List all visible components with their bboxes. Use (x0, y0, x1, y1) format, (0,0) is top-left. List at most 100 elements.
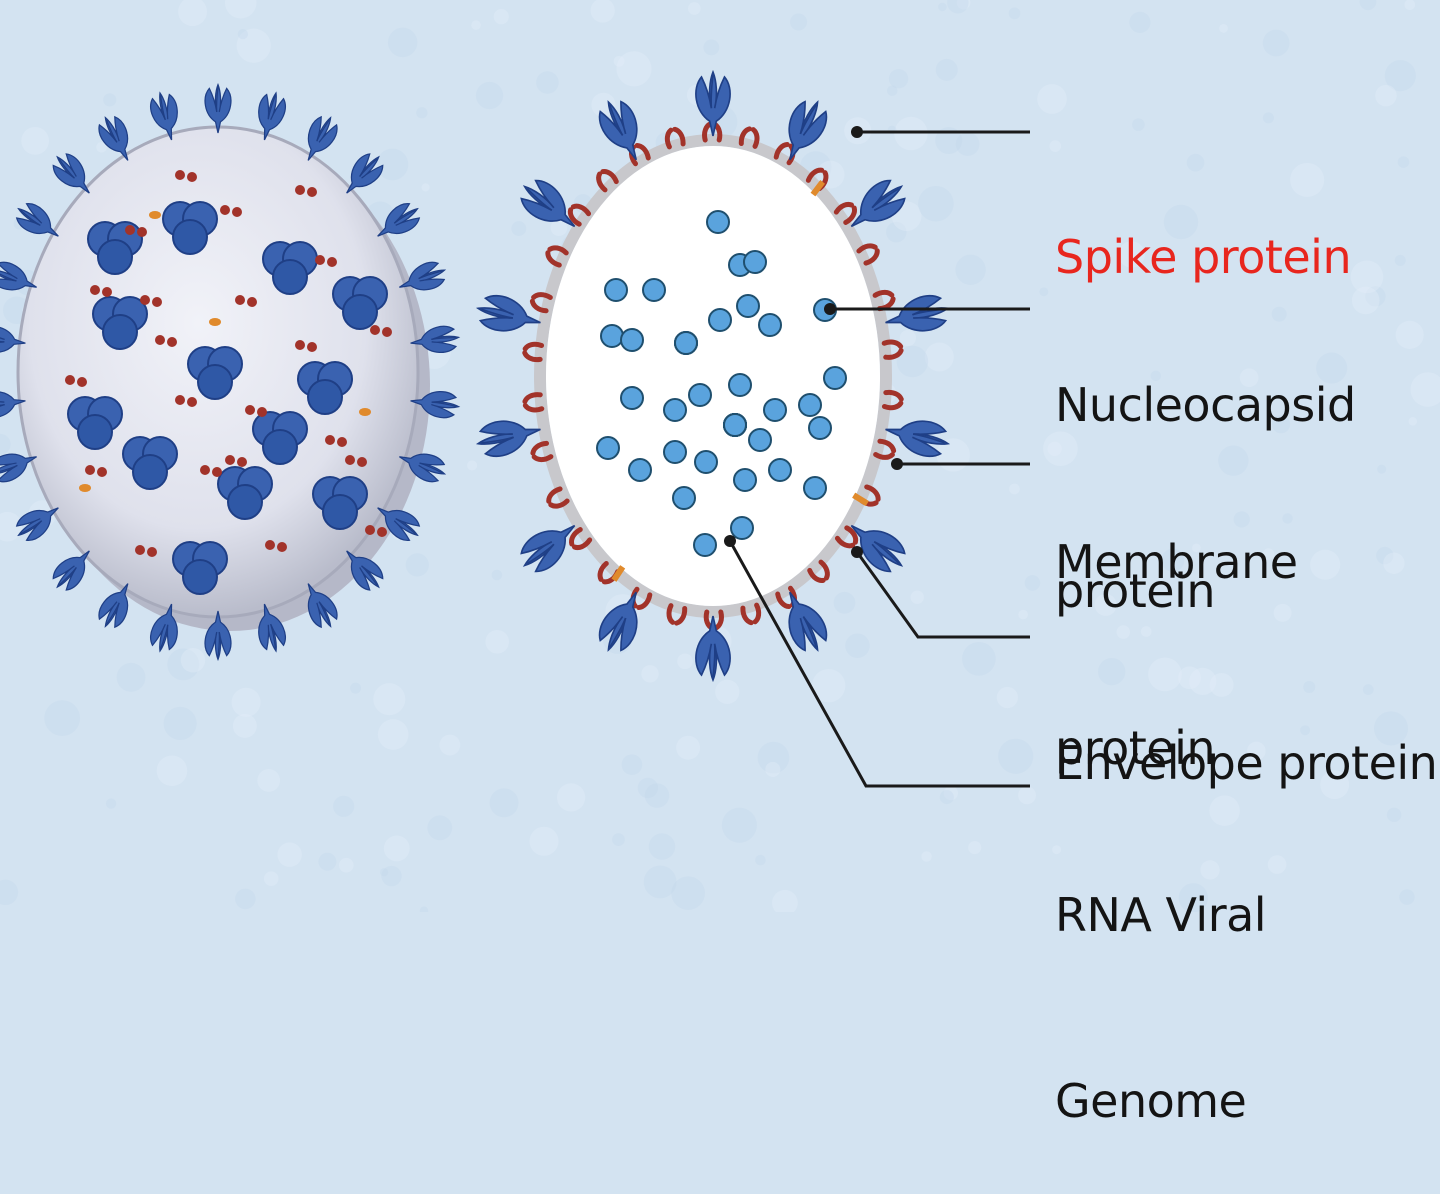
membrane-protein-dot (327, 257, 337, 267)
membrane-protein-dot (125, 225, 135, 235)
membrane-protein-dot (135, 545, 145, 555)
nucleocapsid-bead (663, 398, 687, 422)
envelope-protein (611, 565, 626, 582)
membrane-protein-dot (175, 395, 185, 405)
nucleocapsid-bead (604, 278, 628, 302)
membrane-protein-dot (155, 335, 165, 345)
membrane-protein-dot (187, 172, 197, 182)
nucleocapsid-bead (723, 413, 747, 437)
nucleocapsid-bead (728, 373, 752, 397)
nucleocapsid-protein-label: Nucleocapsid protein (1055, 378, 1356, 618)
membrane-protein-dot (147, 547, 157, 557)
nucleocapsid-bead (672, 486, 696, 510)
membrane-protein-dot (90, 285, 100, 295)
nucleocapsid-bead (628, 458, 652, 482)
rna-genome (596, 210, 847, 557)
nucleocapsid-bead (708, 308, 732, 332)
membrane-protein-dot (187, 397, 197, 407)
membrane-protein-dot (137, 227, 147, 237)
membrane-protein-dot (220, 205, 230, 215)
envelope-leader (855, 551, 1030, 639)
envelope-protein-dot (209, 318, 221, 326)
virus-interior (546, 146, 880, 606)
membrane-protein-dot (237, 457, 247, 467)
envelope-protein-dot (149, 211, 161, 219)
lipid-envelope (534, 134, 892, 618)
membrane-protein-dot (257, 407, 267, 417)
virus-exterior-illustration (0, 84, 461, 660)
membrane-protein-dot (97, 467, 107, 477)
nucleocapsid-bead (798, 393, 822, 417)
rna-leader-dot (724, 535, 736, 547)
nucleocapsid-bead (758, 313, 782, 337)
membrane-protein-dot (345, 455, 355, 465)
envelope-protein-label: Envelope protein (1055, 736, 1438, 790)
rna-leader (728, 540, 1030, 788)
membrane-protein-dot (77, 377, 87, 387)
membrane-protein-dot (365, 525, 375, 535)
membrane-protein-dot (212, 467, 222, 477)
membrane-protein-dot (315, 255, 325, 265)
envelope-protein (810, 180, 826, 197)
membrane-leader-dot (891, 458, 903, 470)
membrane-protein-dot (247, 297, 257, 307)
membrane-protein-dot (307, 187, 317, 197)
membrane-protein-dot (140, 295, 150, 305)
nucleocapsid-bead (706, 210, 730, 234)
envelope-protein-dot (79, 484, 91, 492)
membrane-protein-dot (232, 207, 242, 217)
nucleocapsid-bead (600, 324, 624, 348)
membrane-protein-dot (65, 375, 75, 385)
membrane-protein-dot (337, 437, 347, 447)
spike-protein-label: Spike protein (1055, 230, 1352, 284)
coronavirus-diagram (0, 71, 1030, 788)
nucleocapsid-bead (743, 250, 767, 274)
spike-protein (695, 615, 731, 681)
membrane-protein-dot (225, 455, 235, 465)
envelope-protein (852, 492, 869, 507)
nucleocapsid-bead (693, 533, 717, 557)
membrane-protein-dot (175, 170, 185, 180)
nucleocapsid-bead (823, 366, 847, 390)
spike-leader-dot (851, 126, 863, 138)
virus-cross-section-illustration (473, 71, 953, 681)
membrane-protein-dot (377, 527, 387, 537)
nucleocapsid-bead (733, 468, 757, 492)
membrane-protein-dot (235, 295, 245, 305)
membrane-protein-dot (200, 465, 210, 475)
membrane-protein-dot (295, 340, 305, 350)
membrane-protein-label: Membrane protein (1055, 535, 1298, 775)
nucleocapsid-bead (808, 416, 832, 440)
nucleocapsid-bead (620, 328, 644, 352)
envelope-protein-dot (359, 408, 371, 416)
membrane-protein-dot (85, 465, 95, 475)
label-leader-lines (724, 126, 1030, 788)
nucleocapsid-leader-dot (824, 303, 836, 315)
nucleocapsid-bead (748, 428, 772, 452)
membrane-protein-dot (152, 297, 162, 307)
nucleocapsid-bead (642, 278, 666, 302)
nucleocapsid-bead (694, 450, 718, 474)
membrane-protein-dot (167, 337, 177, 347)
nucleocapsid-bead (730, 516, 754, 540)
nucleocapsid-bead (768, 458, 792, 482)
nucleocapsid-bead (688, 383, 712, 407)
envelope-leader-dot (851, 546, 863, 558)
nucleocapsid-bead (674, 331, 698, 355)
membrane-protein-dot (245, 405, 255, 415)
nucleocapsid-bead (803, 476, 827, 500)
membrane-protein-dot (382, 327, 392, 337)
membrane-protein-dot (357, 457, 367, 467)
membrane-protein-dot (277, 542, 287, 552)
membrane-protein-dot (307, 342, 317, 352)
rna-viral-genome-label: RNA Viral Genome (1055, 888, 1267, 1128)
nucleocapsid-bead (663, 440, 687, 464)
membrane-protein-dot (265, 540, 275, 550)
nucleocapsid-bead (736, 294, 760, 318)
membrane-protein-dot (295, 185, 305, 195)
nucleocapsid-bead (763, 398, 787, 422)
nucleocapsid-bead (620, 386, 644, 410)
membrane-protein-dot (370, 325, 380, 335)
membrane-protein-dot (102, 287, 112, 297)
membrane-protein-dot (325, 435, 335, 445)
